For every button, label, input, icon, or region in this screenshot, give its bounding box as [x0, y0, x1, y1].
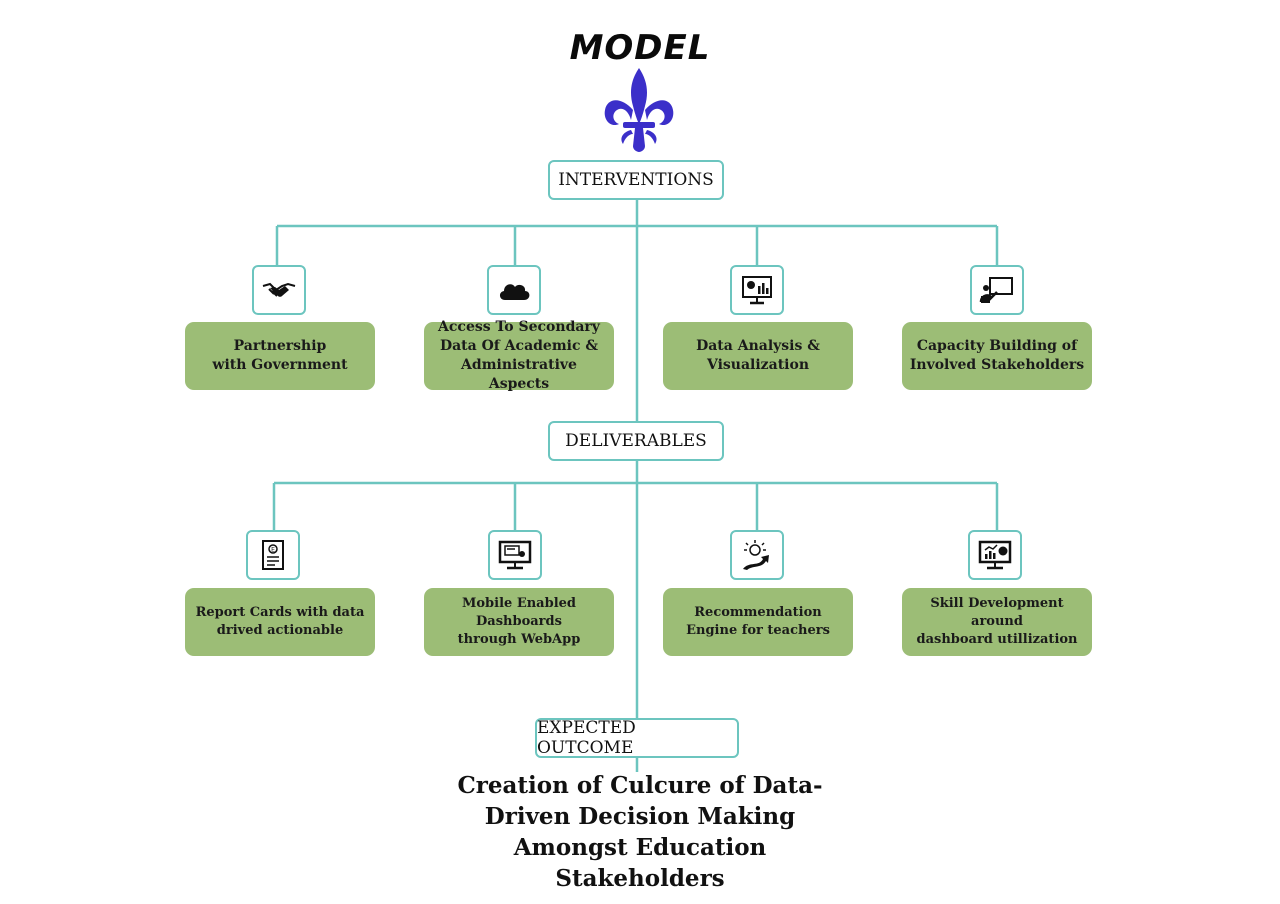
card-secondary-data: Access To Secondary Data Of Academic & A…	[424, 319, 614, 392]
card-label: Access To Secondary Data Of Academic & A…	[438, 319, 600, 392]
svg-text:E: E	[271, 547, 275, 554]
card-label: Skill Development around dashboard utill…	[916, 596, 1078, 647]
analytics-monitor-icon	[742, 276, 772, 305]
card-recommendation-engine: Recommendation Engine for teachers	[663, 588, 853, 656]
report-card-icon: E	[262, 540, 284, 570]
lightbulb-idea-icon	[743, 540, 769, 570]
icon-box-mobile-dashboards	[488, 530, 542, 580]
icon-box-data-analysis	[730, 265, 784, 315]
presentation-icon	[979, 277, 1013, 303]
icon-box-report-cards: E	[246, 530, 300, 580]
card-label: Recommendation Engine for teachers	[686, 605, 830, 638]
chart-monitor-icon	[978, 540, 1012, 570]
expected-outcome-text: Creation of Culcure of Data- Driven Deci…	[457, 772, 823, 892]
icon-box-partnership	[252, 265, 306, 315]
card-report-cards: Report Cards with data drived actionable	[185, 588, 375, 656]
card-label: Mobile Enabled Dashboards through WebApp	[457, 596, 581, 647]
dashboard-monitor-icon	[498, 540, 532, 570]
fleur-de-lis-icon	[604, 68, 674, 152]
diagram-title: MODEL	[569, 28, 711, 68]
card-data-analysis: Data Analysis & Visualization	[663, 322, 853, 390]
expected-outcome-header: EXPECTED OUTCOME	[535, 718, 739, 758]
card-capacity-building: Capacity Building of Involved Stakeholde…	[902, 322, 1092, 390]
deliverables-header: DELIVERABLES	[548, 421, 724, 461]
cloud-icon	[499, 284, 530, 300]
interventions-header: INTERVENTIONS	[548, 160, 724, 200]
card-partnership: Partnership with Government	[185, 322, 375, 390]
icon-box-recommendation-engine	[730, 530, 784, 580]
icon-box-secondary-data	[487, 265, 541, 315]
icon-box-capacity-building	[970, 265, 1024, 315]
card-label: Report Cards with data drived actionable	[195, 605, 365, 638]
card-skill-development: Skill Development around dashboard utill…	[902, 588, 1092, 656]
card-mobile-dashboards: Mobile Enabled Dashboards through WebApp	[424, 588, 614, 656]
card-label: Partnership with Government	[212, 338, 348, 373]
handshake-icon	[262, 282, 296, 297]
card-label: Capacity Building of Involved Stakeholde…	[909, 338, 1085, 373]
card-label: Data Analysis & Visualization	[696, 338, 820, 373]
icon-box-skill-development	[968, 530, 1022, 580]
